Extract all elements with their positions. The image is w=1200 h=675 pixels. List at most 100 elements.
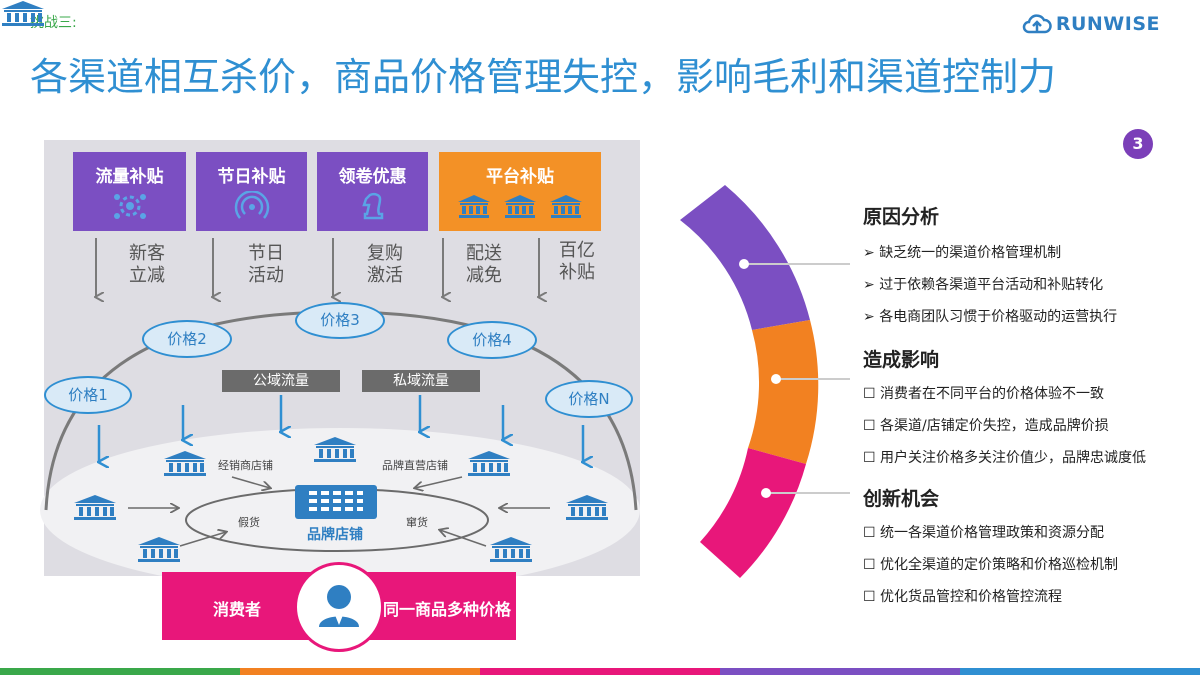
consumer-avatar <box>294 562 384 652</box>
direct-store-label: 品牌直营店铺 <box>382 459 448 472</box>
item-text: 统一各渠道价格管理政策和资源分配 <box>880 525 1105 541</box>
list-item: ☐ 各渠道/店铺定价失控，造成品牌价损 <box>863 415 1146 435</box>
item-text: 优化全渠道的定价策略和价格巡检机制 <box>880 557 1119 573</box>
chess-knight-icon <box>361 192 383 220</box>
bank-icon <box>468 451 510 476</box>
list-item: ☐ 用户关注价格多关注价值少，品牌忠诚度低 <box>863 447 1146 467</box>
section-impact: 造成影响 ☐ 消费者在不同平台的价格体验不一致 ☐ 各渠道/店铺定价失控，造成品… <box>863 345 1146 467</box>
category-traffic-subsidy: 流量补贴 <box>73 152 186 231</box>
square-bullet-icon: ☐ <box>863 589 876 605</box>
square-bullet-icon: ☐ <box>863 418 876 434</box>
logo-text: RUNWISE <box>1055 13 1160 35</box>
note-festival: 节日 活动 <box>248 243 284 287</box>
broadcast-icon <box>234 190 269 219</box>
slide-title: 各渠道相互杀价，商品价格管理失控，影响毛利和渠道控制力 <box>30 55 1057 99</box>
multi-price-label: 同一商品多种价格 <box>383 600 512 619</box>
arrow-bullet-icon: ➢ <box>863 245 875 261</box>
list-item: ☐ 消费者在不同平台的价格体验不一致 <box>863 383 1146 403</box>
arc-segment-opportunity <box>700 448 806 578</box>
category-label: 节日补贴 <box>217 167 286 187</box>
note-line: 节日 <box>248 243 284 264</box>
analysis-arc <box>680 185 850 578</box>
bank-icon <box>550 195 582 218</box>
footer-strip-pink <box>480 668 720 675</box>
note-billion-subsidy: 百亿 补贴 <box>559 240 595 284</box>
price-2: 价格2 <box>142 320 232 358</box>
square-bullet-icon: ☐ <box>863 557 876 573</box>
note-line: 配送 <box>466 243 502 264</box>
section-title: 造成影响 <box>863 349 940 371</box>
arrow-bullet-icon: ➢ <box>863 277 875 293</box>
brand-store-label: 品牌店铺 <box>307 527 363 543</box>
dealer-store-label: 经销商店铺 <box>218 459 273 472</box>
item-text: 消费者在不同平台的价格体验不一致 <box>880 386 1105 402</box>
list-item: ➢ 过于依赖各渠道平台活动和补贴转化 <box>863 274 1117 294</box>
price-n: 价格N <box>545 380 633 418</box>
square-bullet-icon: ☐ <box>863 525 876 541</box>
price-3: 价格3 <box>295 302 385 339</box>
user-icon <box>319 585 359 627</box>
note-line: 百亿 <box>559 240 595 261</box>
private-traffic-label: 私域流量 <box>362 370 480 392</box>
list-item: ☐ 统一各渠道价格管理政策和资源分配 <box>863 522 1118 542</box>
brand-store-icon <box>295 485 377 519</box>
section-cause: 原因分析 ➢ 缺乏统一的渠道价格管理机制 ➢ 过于依赖各渠道平台活动和补贴转化 … <box>863 202 1117 326</box>
price-4: 价格4 <box>447 321 537 359</box>
arc-segment-impact <box>748 320 819 464</box>
note-repurchase: 复购 激活 <box>367 243 403 287</box>
list-item: ➢ 各电商团队习惯于价格驱动的运营执行 <box>863 306 1117 326</box>
note-line: 新客 <box>129 243 165 264</box>
grey-goods-label: 窜货 <box>406 516 428 529</box>
gear-network-icon <box>113 194 146 219</box>
footer-strip-green <box>0 668 240 675</box>
price-1: 价格1 <box>44 376 132 414</box>
list-item: ➢ 缺乏统一的渠道价格管理机制 <box>863 242 1117 262</box>
bank-icons <box>439 193 601 219</box>
item-text: 缺乏统一的渠道价格管理机制 <box>879 245 1062 261</box>
category-festival-subsidy: 节日补贴 <box>196 152 307 231</box>
footer-strip-orange <box>240 668 480 675</box>
note-new-customer: 新客 立减 <box>129 243 165 287</box>
arc-segment-cause <box>680 185 810 330</box>
list-item: ☐ 优化全渠道的定价策略和价格巡检机制 <box>863 554 1118 574</box>
item-text: 各电商团队习惯于价格驱动的运营执行 <box>879 309 1118 325</box>
bank-icon <box>566 495 608 520</box>
note-line: 激活 <box>367 265 403 286</box>
note-line: 活动 <box>248 265 284 286</box>
category-label: 领卷优惠 <box>338 167 407 187</box>
store-icons <box>2 1 608 562</box>
item-text: 用户关注价格多关注价值少，品牌忠诚度低 <box>880 450 1147 466</box>
item-text: 各渠道/店铺定价失控，造成品牌价损 <box>880 418 1109 434</box>
section-title: 创新机会 <box>863 488 940 510</box>
square-bullet-icon: ☐ <box>863 450 876 466</box>
runwise-logo: RUNWISE <box>1022 12 1160 36</box>
bank-icon <box>138 537 180 562</box>
footer-strip-blue <box>960 668 1200 675</box>
item-text: 优化货品管控和价格管控流程 <box>880 589 1063 605</box>
bank-icon <box>164 451 206 476</box>
square-bullet-icon: ☐ <box>863 386 876 402</box>
bank-icon <box>504 195 536 218</box>
bank-icon <box>74 495 116 520</box>
footer-strip-purple <box>720 668 960 675</box>
list-item: ☐ 优化货品管控和价格管控流程 <box>863 586 1118 606</box>
section-title: 原因分析 <box>863 206 940 228</box>
section-opportunity: 创新机会 ☐ 统一各渠道价格管理政策和资源分配 ☐ 优化全渠道的定价策略和价格巡… <box>863 484 1118 606</box>
note-line: 补贴 <box>559 262 595 283</box>
category-platform-subsidy: 平台补贴 <box>439 152 601 231</box>
bank-icon <box>314 437 356 462</box>
public-traffic-label: 公域流量 <box>222 370 340 392</box>
category-label: 流量补贴 <box>95 167 164 187</box>
slide-number-badge: 3 <box>1123 129 1153 159</box>
note-line: 减免 <box>466 265 502 286</box>
arrow-bullet-icon: ➢ <box>863 309 875 325</box>
fake-goods-label: 假货 <box>238 516 260 529</box>
bank-icon <box>458 195 490 218</box>
item-text: 过于依赖各渠道平台活动和补贴转化 <box>879 277 1104 293</box>
cloud-logo-icon <box>1022 14 1052 34</box>
category-label: 平台补贴 <box>486 167 554 187</box>
category-coupon: 领卷优惠 <box>317 152 428 231</box>
note-delivery: 配送 减免 <box>466 243 502 287</box>
bank-icon <box>490 537 532 562</box>
note-line: 立减 <box>129 265 165 286</box>
